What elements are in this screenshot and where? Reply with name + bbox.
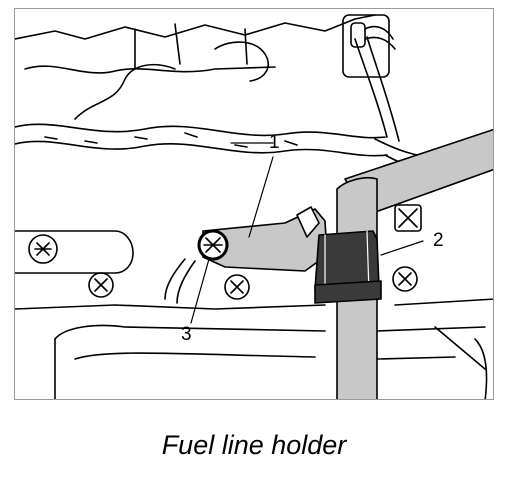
lower-housing [15,298,493,310]
left-shaft [15,230,134,274]
callout-3: 3 [181,324,192,345]
diagram-figure: 1 2 3 [14,8,494,400]
fuel-line-clamp-icon [314,230,382,304]
torx-bolt-icon [28,234,58,264]
leader-line-2 [380,240,424,256]
callout-1: 1 [269,132,280,153]
figure-caption: Fuel line holder [161,430,347,460]
leader-line-3 [190,258,210,324]
wiring-harness-icon [15,36,493,173]
lower-bolt-right [392,266,418,292]
lower-bolt-left [88,272,114,298]
lower-bolt-mid [224,274,250,300]
leader-line-1 [248,156,274,238]
engine-casting-outline [15,14,376,40]
engine-bay-illustration [15,14,493,399]
electrical-connector [342,14,390,78]
callout-2: 2 [433,230,444,251]
